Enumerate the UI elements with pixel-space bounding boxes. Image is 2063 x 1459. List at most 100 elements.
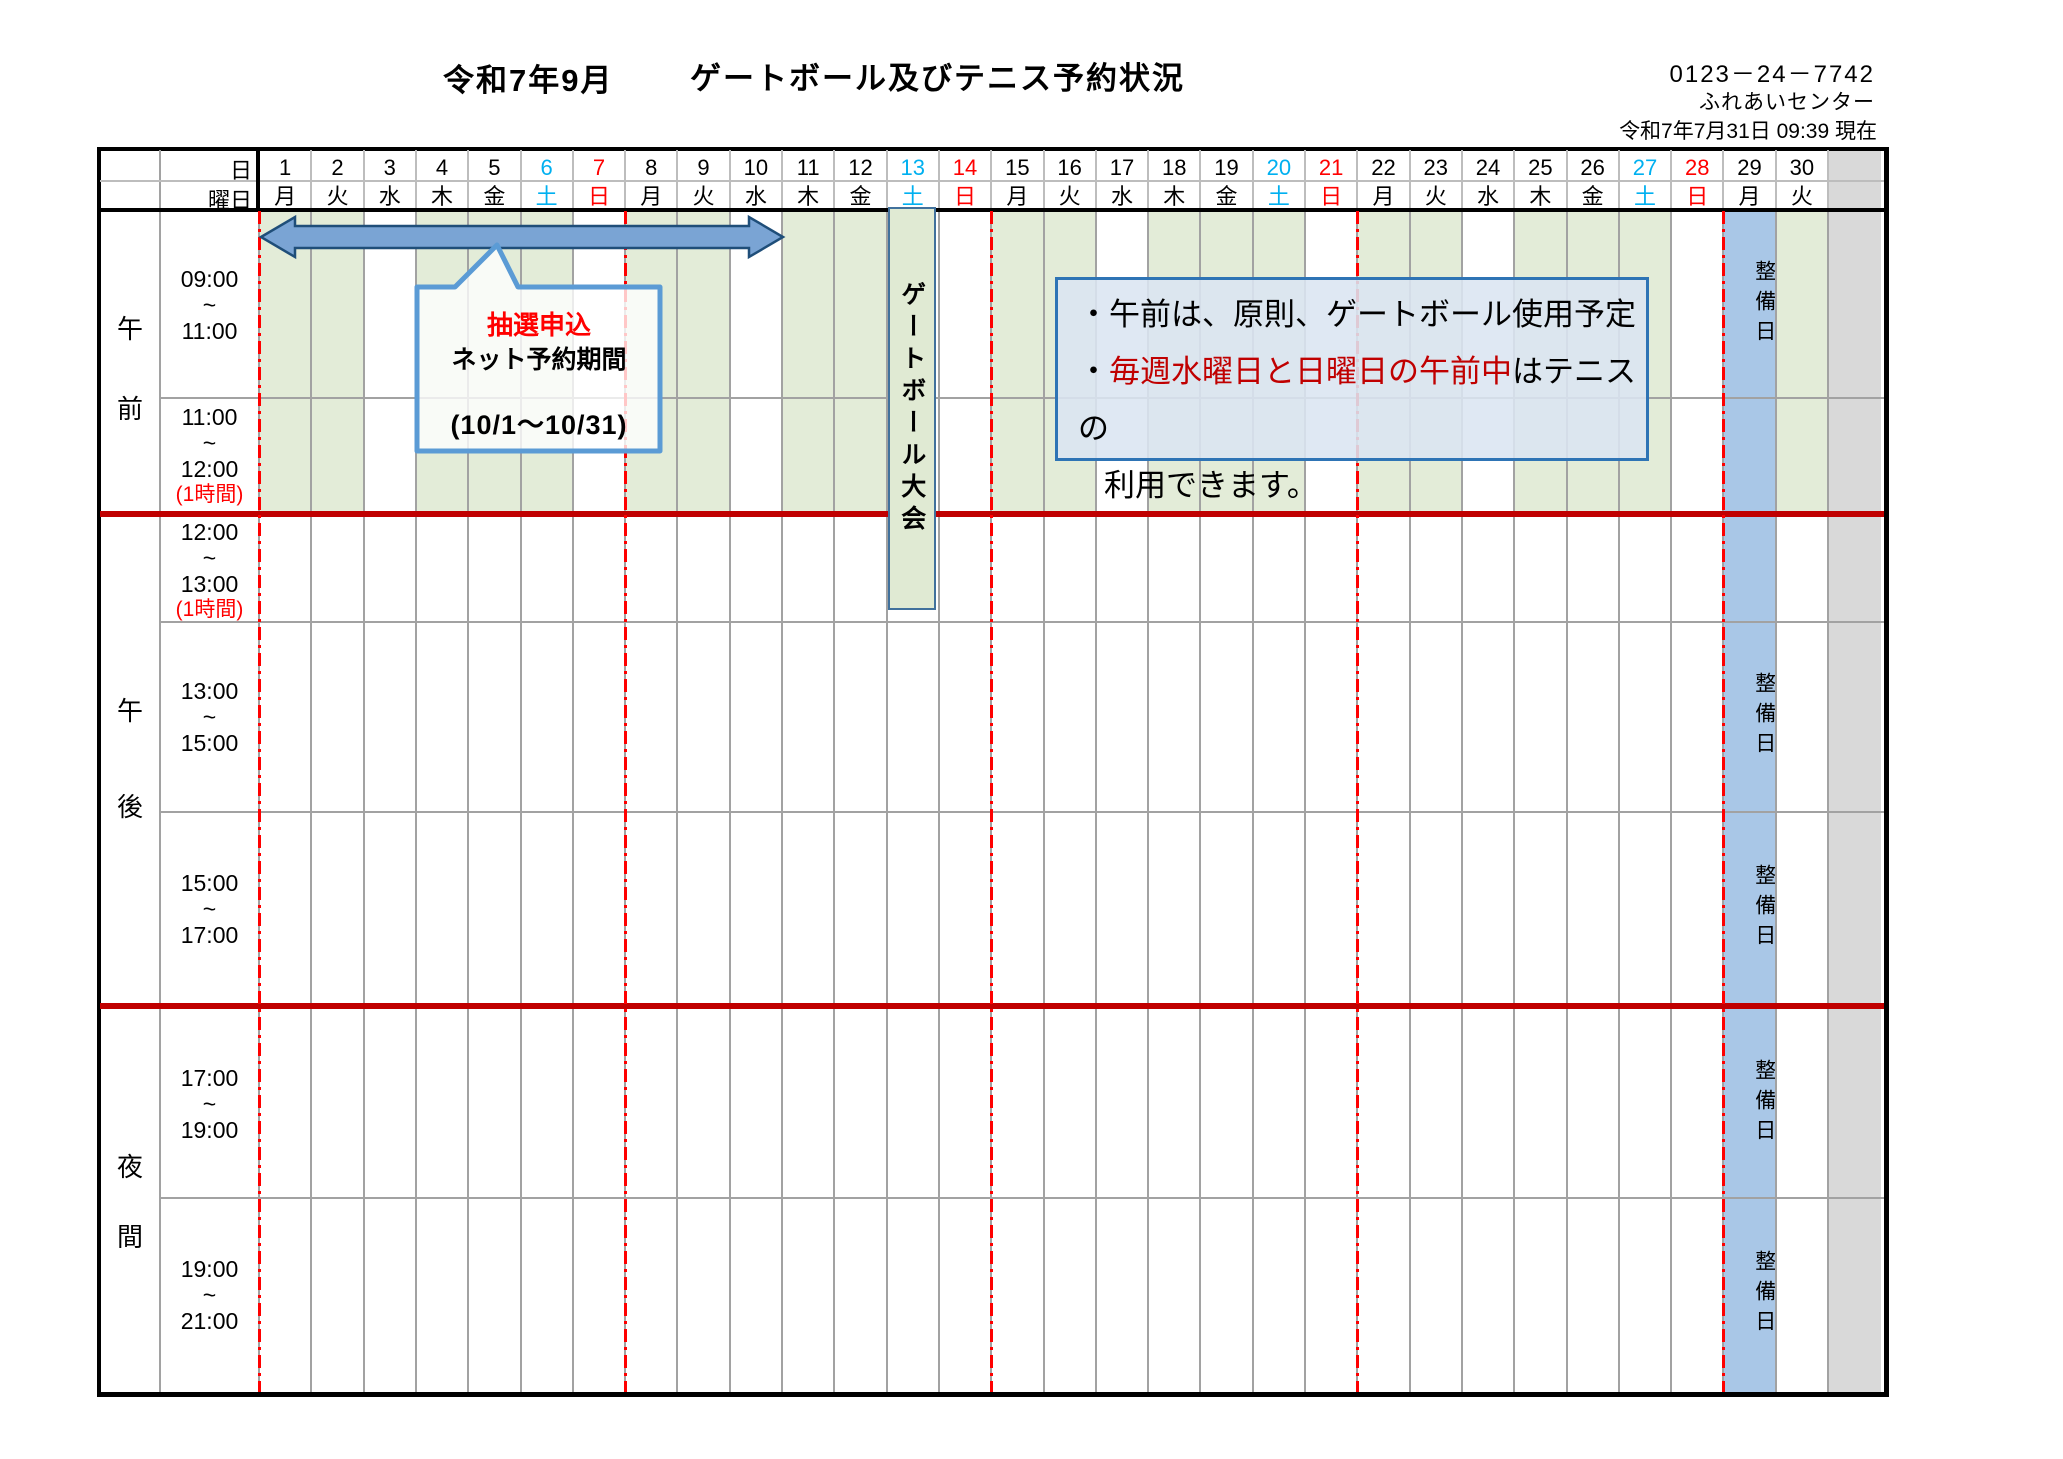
day-number-28: 28	[1685, 155, 1710, 180]
day-number-30: 30	[1789, 155, 1815, 180]
gateball-tournament-banner: ゲートボール大会	[887, 207, 936, 610]
day-number-27: 27	[1632, 155, 1658, 180]
day-number-19: 19	[1214, 155, 1239, 180]
weekday-8: 月	[640, 184, 663, 209]
weekday-3: 水	[378, 184, 401, 209]
morning-gateball-cell-day-2	[311, 211, 364, 514]
column-grid-line	[1408, 211, 1411, 1392]
day-number-18: 18	[1162, 155, 1187, 180]
section-label-evening: 間	[116, 1222, 143, 1252]
table-border-top	[97, 147, 1888, 151]
callout-balloon	[414, 242, 663, 454]
morning-gateball-cell-day-11	[782, 211, 835, 514]
callout-net-period-label: ネット予約期間	[451, 346, 627, 374]
day-number-5: 5	[488, 155, 501, 180]
weekday-21: 日	[1320, 184, 1343, 209]
column-grid-line	[1460, 211, 1463, 1392]
corner-cell-border	[256, 150, 260, 211]
weekday-22: 月	[1372, 184, 1395, 209]
weekday-30: 火	[1790, 184, 1813, 209]
weekday-25: 木	[1529, 184, 1552, 209]
day-number-10: 10	[743, 155, 769, 180]
column-grid-line	[937, 211, 940, 1392]
corner-weekday-label: 曜日	[207, 188, 252, 213]
day-number-14: 14	[952, 155, 978, 180]
time-slot-note-1: (1時間)	[175, 483, 244, 506]
weekday-9: 火	[692, 184, 715, 209]
row-grid-line	[160, 621, 1884, 623]
notice-box: ・午前は、原則、ゲートボール使用予定 ・毎週水曜日と日曜日の午前中はテニスの 利…	[1055, 277, 1649, 503]
column-grid-line	[362, 211, 365, 1392]
morning-gateball-cell-day-1	[259, 211, 312, 514]
header-bottom-border	[100, 208, 1884, 212]
section-label-morning: 午	[116, 314, 143, 344]
day-number-21: 21	[1318, 155, 1344, 180]
phone-number: 0123－24－7742	[1669, 61, 1875, 88]
weekday-15: 月	[1006, 184, 1029, 209]
day-number-6: 6	[540, 155, 553, 180]
day-number-22: 22	[1371, 155, 1396, 180]
time-slot-label-2: 12:00~13:00(1時間)	[160, 519, 259, 623]
day-number-29: 29	[1737, 155, 1762, 180]
unused-filler-column	[1828, 150, 1882, 1392]
morning-gateball-cell-day-15	[991, 211, 1044, 514]
column-grid-line	[1304, 211, 1306, 1392]
weekday-24: 水	[1477, 184, 1500, 209]
week-boundary-dash-line	[257, 211, 261, 1392]
weekday-19: 金	[1215, 184, 1238, 209]
week-boundary-dash-line	[989, 211, 993, 1392]
day-number-25: 25	[1528, 155, 1553, 180]
column-grid-line	[1565, 211, 1568, 1392]
notice-line-1: ・午前は、原則、ゲートボール使用予定	[1078, 297, 1636, 332]
notice-line-3: 利用できます。	[1104, 468, 1318, 503]
maintenance-day-label: 整備日	[1752, 259, 1776, 350]
weekday-10: 水	[744, 184, 767, 209]
table-border-left	[97, 147, 101, 1397]
column-grid-line	[1199, 211, 1202, 1392]
section-label-evening: 夜	[116, 1152, 143, 1182]
as-of-timestamp: 令和7年7月31日 09:39 現在	[1619, 120, 1877, 143]
weekday-1: 月	[274, 184, 297, 209]
day-number-2: 2	[331, 155, 344, 180]
day-number-11: 11	[796, 155, 820, 180]
section-label-afternoon: 午	[116, 696, 143, 726]
column-grid-line	[571, 211, 574, 1392]
time-slot-label-4: 15:00~17:00	[180, 869, 239, 948]
weekday-11: 木	[797, 184, 820, 209]
table-border-right	[1884, 147, 1889, 1397]
notice-line-2: ・毎週水曜日と日曜日の午前中はテニスの	[1078, 354, 1636, 446]
time-slot-label-6: 19:00~21:00	[180, 1256, 239, 1334]
column-grid-line	[467, 211, 470, 1392]
day-number-23: 23	[1423, 155, 1448, 180]
maintenance-day-label: 整備日	[1752, 863, 1776, 954]
day-number-26: 26	[1580, 155, 1605, 180]
weekday-26: 金	[1581, 184, 1604, 209]
day-number-17: 17	[1109, 155, 1135, 180]
table-border-bottom	[97, 1392, 1888, 1397]
weekday-4: 木	[431, 184, 454, 209]
column-grid-line	[414, 211, 417, 1392]
weekday-29: 月	[1738, 184, 1761, 209]
day-number-8: 8	[645, 155, 658, 180]
weekday-5: 金	[483, 184, 506, 209]
weekday-6: 土	[535, 184, 558, 209]
row-grid-line	[160, 1197, 1884, 1199]
column-grid-line	[310, 211, 313, 1392]
column-grid-line	[781, 211, 783, 1392]
maintenance-day-label: 整備日	[1752, 1250, 1776, 1340]
day-number-24: 24	[1475, 155, 1501, 180]
weekday-27: 土	[1633, 184, 1656, 209]
page-title-month: 令和7年9月	[443, 63, 614, 98]
callout-date-range: (10/1～10/31)	[450, 410, 628, 440]
weekday-12: 金	[849, 184, 872, 209]
time-slot-note-2: (1時間)	[175, 597, 244, 621]
week-boundary-dash-line	[623, 211, 627, 1392]
weekday-17: 水	[1110, 184, 1133, 209]
maintenance-column	[1723, 208, 1776, 1392]
day-number-1: 1	[279, 155, 292, 180]
time-slot-label-5: 17:00~19:00	[180, 1065, 239, 1143]
morning-gateball-cell-day-9	[677, 211, 730, 514]
day-number-7: 7	[592, 155, 606, 180]
notice-line-2-red: 毎週水曜日と日曜日の午前中	[1109, 354, 1512, 389]
